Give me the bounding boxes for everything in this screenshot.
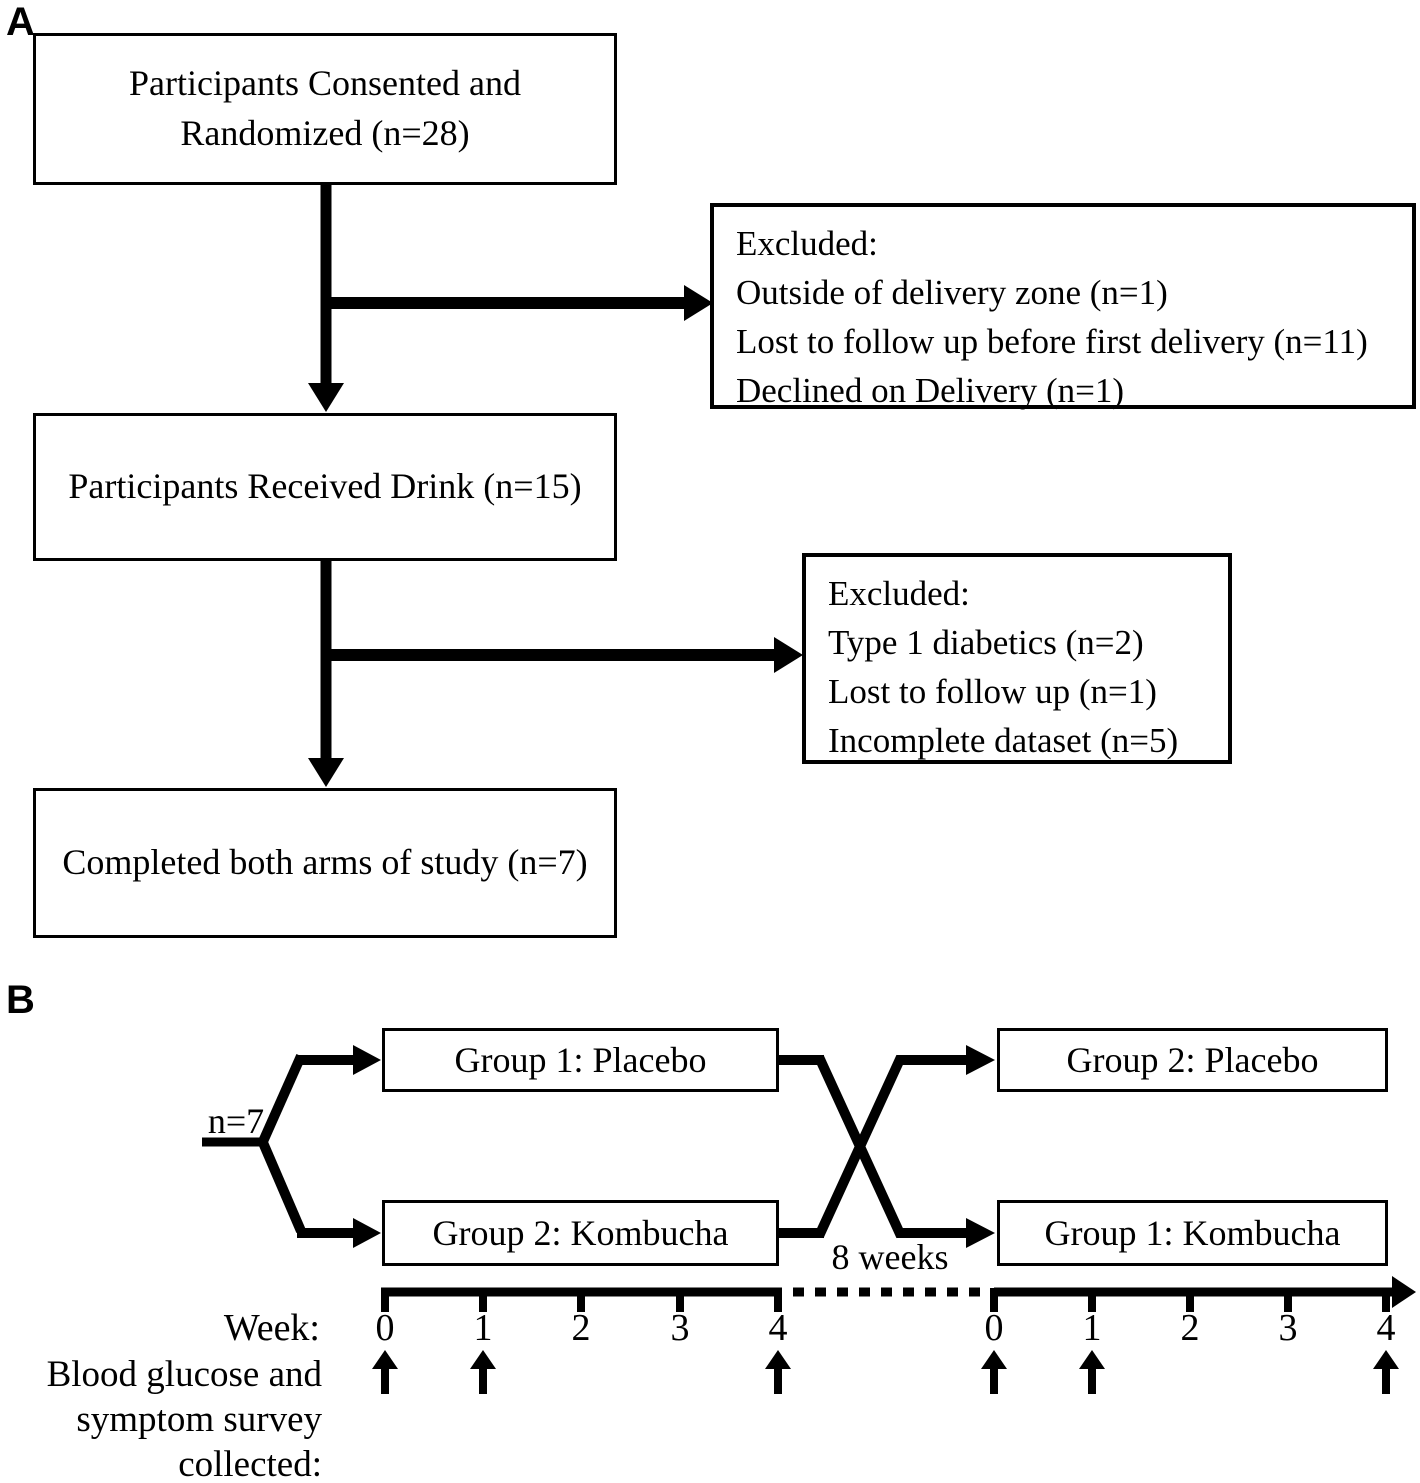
timeline-axis [381, 1276, 1416, 1312]
flowbox-received-drink: Participants Received Drink (n=15) [33, 413, 617, 561]
week-tick-label: 3 [670, 1307, 690, 1349]
week-tick-label: 0 [375, 1307, 395, 1349]
flowbox-consented-line1: Participants Consented and [129, 63, 521, 104]
group1-placebo-label: Group 1: Placebo [454, 1040, 707, 1080]
exclusion1-item: Outside of delivery zone (n=1) [736, 273, 1168, 312]
group-box-period2-kombucha: Group 1: Kombucha [997, 1200, 1388, 1266]
week-tick-label: 4 [768, 1307, 788, 1349]
collection-caption: Blood glucose and symptom survey collect… [28, 1352, 322, 1483]
exclusion2-item: Incomplete dataset (n=5) [828, 721, 1179, 760]
group-box-period1-placebo: Group 1: Placebo [382, 1028, 779, 1092]
flowbox-consented-line2: Randomized (n=28) [180, 113, 470, 153]
sample-size-label: n=7 [207, 1101, 265, 1141]
collection-arrow-icon [470, 1350, 496, 1394]
exclusion-box-1: Excluded: Outside of delivery zone (n=1)… [710, 203, 1416, 410]
group1-kombucha-label: Group 1: Kombucha [1044, 1213, 1341, 1253]
split-arrow-n7-to-groups [202, 1045, 381, 1248]
week-tick-label: 2 [1180, 1307, 1200, 1349]
week-tick-label: 2 [571, 1307, 591, 1349]
crossover-arrow-group2 [779, 1045, 995, 1239]
week-tick-label: 4 [1376, 1307, 1396, 1349]
flowbox-completed-line1: Completed both arms of study (n=7) [62, 842, 588, 883]
week-axis-title: Week: [223, 1307, 320, 1349]
week-tick-label: 1 [1082, 1307, 1102, 1349]
collection-caption-line2: symptom survey [76, 1399, 322, 1440]
arrow-received-to-completed [308, 561, 344, 787]
collection-arrow-icon [1373, 1350, 1399, 1394]
panel-b-label: B [6, 978, 35, 1022]
arrow-consented-to-received [308, 185, 344, 412]
exclusion-box-2: Excluded: Type 1 diabetics (n=2) Lost to… [802, 553, 1232, 764]
collection-arrow-icon [765, 1350, 791, 1394]
exclusion2-item: Lost to follow up (n=1) [828, 672, 1157, 711]
arrow-branch-to-exclusion2 [321, 637, 803, 673]
collection-caption-line3: collected: [178, 1444, 322, 1483]
week-tick-label: 0 [984, 1307, 1004, 1349]
group-box-period1-kombucha: Group 2: Kombucha [382, 1200, 779, 1266]
collection-arrow-icon [981, 1350, 1007, 1394]
exclusion1-item: Lost to follow up before first delivery … [736, 322, 1368, 361]
group2-placebo-label: Group 2: Placebo [1066, 1040, 1319, 1080]
group-box-period2-placebo: Group 2: Placebo [997, 1028, 1388, 1092]
collection-arrow-icons [372, 1350, 1399, 1394]
exclusion2-title: Excluded: [828, 574, 970, 613]
exclusion2-item: Type 1 diabetics (n=2) [828, 623, 1144, 662]
collection-arrow-icon [372, 1350, 398, 1394]
exclusion1-title: Excluded: [736, 224, 878, 263]
collection-caption-line1: Blood glucose and [46, 1354, 322, 1395]
flowbox-consented-randomized: Participants Consented and Randomized (n… [33, 33, 617, 185]
arrow-branch-to-exclusion1 [321, 285, 713, 321]
exclusion1-item: Declined on Delivery (n=1) [736, 371, 1125, 410]
flowbox-completed-study: Completed both arms of study (n=7) [33, 788, 617, 938]
week-tick-label: 1 [473, 1307, 493, 1349]
week-tick-label: 3 [1278, 1307, 1298, 1349]
panel-a-label: A [6, 0, 35, 44]
flowbox-received-line1: Participants Received Drink (n=15) [68, 466, 582, 507]
collection-arrow-icon [1079, 1350, 1105, 1394]
group2-kombucha-label: Group 2: Kombucha [432, 1213, 729, 1253]
washout-duration-label: 8 weeks [831, 1237, 949, 1277]
